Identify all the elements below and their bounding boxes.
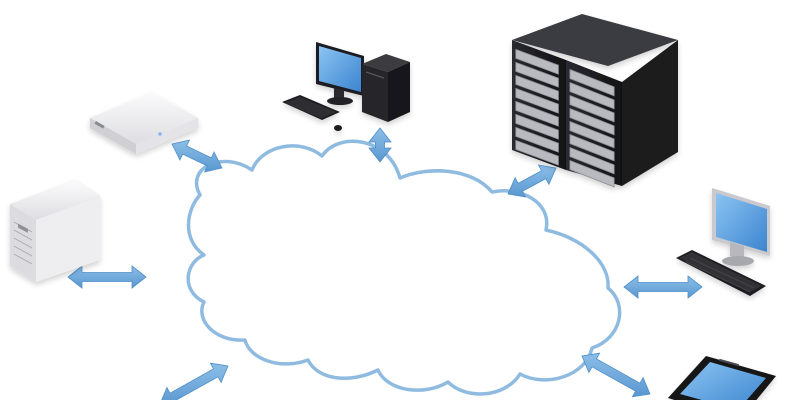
smartphone-icon xyxy=(668,356,776,400)
rack-drive-slot xyxy=(515,61,559,88)
rack-drive-slot xyxy=(569,146,615,175)
arrow-desktop-top-to-cloud xyxy=(368,127,392,163)
arrow-monitor-right-to-cloud xyxy=(623,275,703,299)
rack-drive-slot xyxy=(515,87,559,114)
rack-drive-slot xyxy=(569,107,615,136)
rack-drive-slot xyxy=(569,120,615,149)
rack-drive-slot xyxy=(515,74,559,101)
arrow-offscreen-bottom-left-to-cloud xyxy=(161,362,229,400)
rack-drive-slot xyxy=(515,48,559,75)
rack-drive-slot xyxy=(569,159,615,188)
rack-drive-slot xyxy=(569,94,615,123)
arrow-smartphone-to-cloud xyxy=(581,352,651,398)
arrow-rack-unit-to-cloud xyxy=(171,139,223,173)
server-rack-icon xyxy=(512,14,678,188)
rack-drive-slot xyxy=(515,100,559,127)
cloud-shape xyxy=(186,139,622,396)
arrow-server-left-to-cloud xyxy=(67,265,147,289)
connection-arrows xyxy=(67,127,703,400)
rack-drive-slot xyxy=(569,81,615,110)
tower-server-icon xyxy=(10,180,100,282)
rack-unit-server-icon xyxy=(90,92,198,154)
rack-drive-slot xyxy=(569,68,615,97)
rack-drive-slot xyxy=(569,133,615,162)
monitor-keyboard-icon xyxy=(676,188,770,296)
rack-drive-slot xyxy=(515,113,559,140)
desktop-computer-icon xyxy=(282,42,410,131)
arrow-server-rack-to-cloud xyxy=(507,164,557,198)
rack-drive-slot xyxy=(515,139,559,166)
rack-drive-slot xyxy=(515,126,559,153)
